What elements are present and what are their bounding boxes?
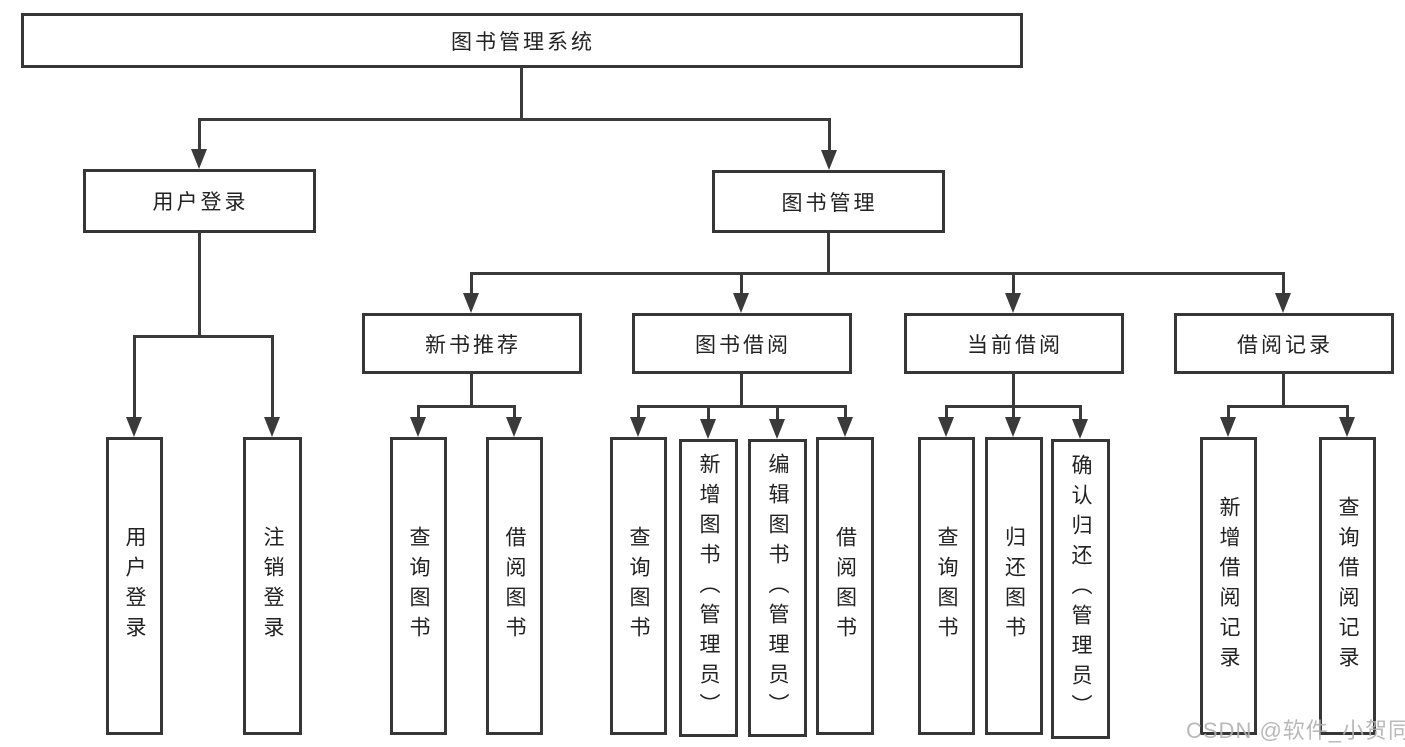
connector-drop [740, 272, 743, 295]
connector-bookmgmt-stem [827, 231, 830, 274]
connector-drop [417, 405, 420, 419]
arrowhead-down-icon [1072, 419, 1088, 439]
node-label: 注销登录 [261, 526, 284, 646]
leaf-confirm-return-admin: 确认归还（管理员） [1051, 439, 1110, 739]
arrowhead-down-icon [463, 293, 479, 313]
arrowhead-down-icon [700, 419, 716, 439]
leaf-query-book-borrow: 查询图书 [610, 437, 667, 735]
connector-stem [740, 372, 743, 407]
node-label: 确认归还（管理员） [1069, 454, 1092, 724]
node-label: 当前借阅 [967, 333, 1063, 357]
leaf-query-book-recommend: 查询图书 [390, 437, 447, 735]
connector-drop [198, 118, 201, 151]
csdn-watermark: CSDN @软件_小贺同学 [1186, 718, 1405, 743]
node-label: 新书推荐 [425, 333, 521, 357]
arrowhead-down-icon [821, 150, 837, 170]
connector-rail [417, 405, 516, 408]
node-label: 图书借阅 [695, 333, 791, 357]
leaf-add-borrow-record: 新增借阅记录 [1200, 437, 1257, 735]
connector-drop [707, 405, 710, 419]
arrowhead-down-icon [126, 417, 142, 437]
connector-level2-rail [198, 118, 831, 121]
connector-drop [513, 405, 516, 419]
node-label: 图书管理系统 [451, 30, 595, 54]
connector-drop [637, 405, 640, 419]
node-label: 查询图书 [627, 526, 650, 646]
node-label: 编辑图书（管理员） [766, 453, 789, 723]
node-label: 借阅图书 [503, 526, 526, 646]
connector-drop [1346, 405, 1349, 419]
leaf-user-login: 用户登录 [106, 437, 163, 735]
node-label: 查询借阅记录 [1336, 496, 1359, 676]
leaf-borrow-book: 借阅图书 [816, 437, 874, 735]
node-label: 新增借阅记录 [1217, 496, 1240, 676]
connector-drop [1079, 405, 1082, 419]
node-root: 图书管理系统 [21, 13, 1023, 68]
connector-userlogin-stem [198, 231, 201, 337]
leaf-query-book-current: 查询图书 [918, 437, 975, 735]
leaf-add-book-admin: 新增图书（管理员） [679, 439, 738, 737]
connector-userlogin-rail [133, 335, 274, 338]
arrowhead-down-icon [1005, 293, 1021, 313]
connector-stem [1282, 372, 1285, 407]
connector-drop [470, 272, 473, 295]
node-label: 查询图书 [935, 526, 958, 646]
connector-drop [133, 335, 136, 418]
connector-stem [470, 372, 473, 407]
connector-drop [271, 335, 274, 418]
leaf-edit-book-admin: 编辑图书（管理员） [748, 439, 807, 737]
arrowhead-down-icon [191, 149, 207, 169]
arrowhead-down-icon [769, 419, 785, 439]
node-user-login: 用户登录 [83, 169, 316, 233]
connector-drop [828, 118, 831, 151]
connector-drop [1282, 272, 1285, 295]
connector-stem [1012, 372, 1015, 407]
node-label: 借阅记录 [1237, 333, 1333, 357]
leaf-borrow-book-recommend: 借阅图书 [486, 437, 543, 735]
node-label: 用户登录 [123, 526, 146, 646]
arrowhead-down-icon [506, 417, 522, 437]
connector-rail [1227, 405, 1349, 408]
node-label: 归还图书 [1002, 526, 1026, 646]
node-book-borrow: 图书借阅 [632, 313, 852, 374]
node-label: 查询图书 [407, 526, 430, 646]
connector-drop [1012, 405, 1015, 419]
arrowhead-down-icon [630, 417, 646, 437]
arrowhead-down-icon [1339, 417, 1355, 437]
node-current-borrow: 当前借阅 [904, 313, 1124, 374]
connector-drop [776, 405, 779, 419]
leaf-query-borrow-record: 查询借阅记录 [1319, 437, 1376, 735]
node-label: 图书管理 [781, 191, 878, 215]
arrowhead-down-icon [1005, 417, 1021, 437]
node-new-book-recommend: 新书推荐 [362, 313, 582, 374]
connector-drop [1012, 272, 1015, 295]
connector-rail [637, 405, 846, 408]
node-label: 用户登录 [152, 191, 249, 214]
arrowhead-down-icon [938, 417, 954, 437]
connector-drop [945, 405, 948, 419]
leaf-logout: 注销登录 [243, 437, 302, 735]
connector-drop [844, 405, 847, 419]
connector-root-stem [520, 67, 523, 120]
leaf-return-book: 归还图书 [985, 437, 1043, 735]
arrowhead-down-icon [733, 293, 749, 313]
arrowhead-down-icon [1275, 293, 1291, 313]
connector-level3-rail [470, 272, 1285, 275]
arrowhead-down-icon [1220, 417, 1236, 437]
node-borrow-records: 借阅记录 [1174, 313, 1394, 374]
node-label: 借阅图书 [833, 526, 857, 646]
node-label: 新增图书（管理员） [697, 453, 720, 723]
arrowhead-down-icon [410, 417, 426, 437]
arrowhead-down-icon [837, 417, 853, 437]
node-book-management: 图书管理 [712, 170, 945, 233]
connector-drop [1227, 405, 1230, 419]
arrowhead-down-icon [264, 417, 280, 437]
